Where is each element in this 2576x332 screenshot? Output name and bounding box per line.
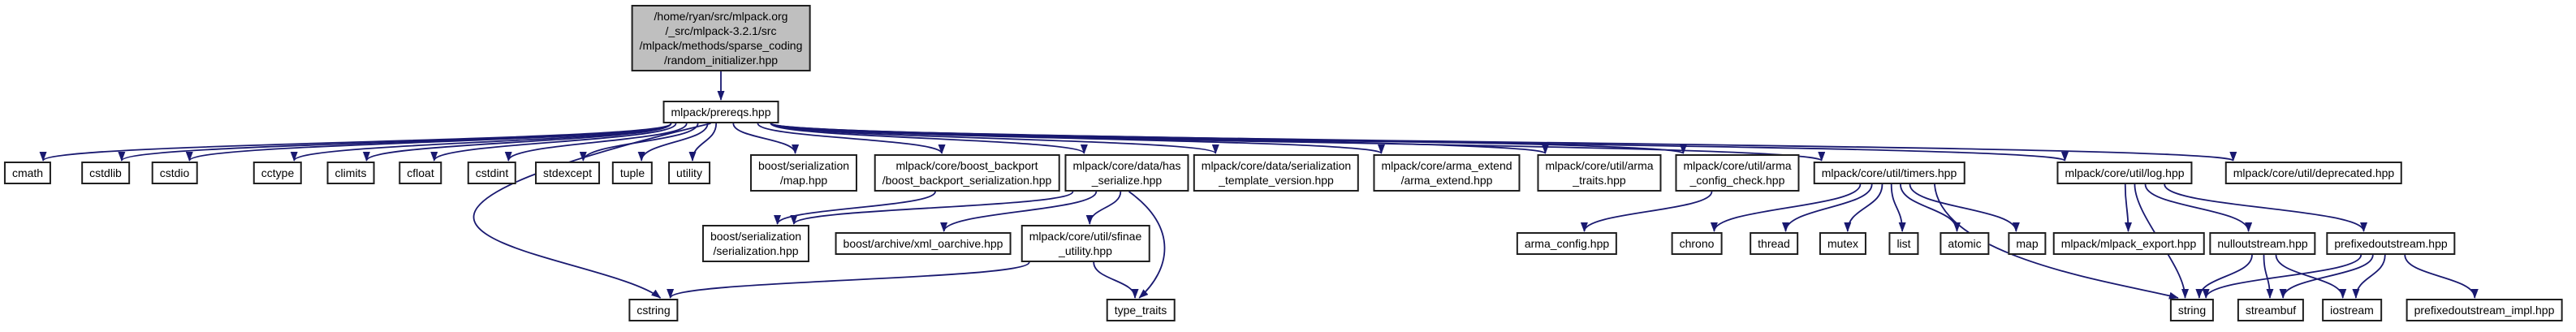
graph-node-cfloat[interactable]: cfloat bbox=[399, 162, 442, 184]
edge-prefixedoutstream-streambuf bbox=[2279, 254, 2374, 299]
graph-node-cstring[interactable]: cstring bbox=[628, 299, 679, 321]
edge-prereqs-cctype bbox=[290, 123, 672, 162]
graph-node-climits[interactable]: climits bbox=[326, 162, 375, 184]
graph-node-root: /home/ryan/src/mlpack.org /_src/mlpack-3… bbox=[631, 5, 811, 71]
graph-node-type_traits[interactable]: type_traits bbox=[1106, 299, 1176, 321]
graph-node-cstdlib[interactable]: cstdlib bbox=[81, 162, 130, 184]
graph-node-nulloutstream[interactable]: nulloutstream.hpp bbox=[2209, 232, 2316, 255]
graph-node-prereqs[interactable]: mlpack/prereqs.hpp bbox=[662, 101, 779, 123]
graph-node-arma_check[interactable]: mlpack/core/util/arma _config_check.hpp bbox=[1675, 154, 1800, 192]
edge-sfinae-type_traits bbox=[1093, 261, 1139, 299]
edge-prereqs-ser_tmpl bbox=[770, 123, 1219, 154]
graph-node-arma_extend[interactable]: mlpack/core/arma_extend /arma_extend.hpp bbox=[1373, 154, 1521, 192]
edge-prefixedoutstream-impl bbox=[2404, 254, 2479, 299]
graph-node-cmath[interactable]: cmath bbox=[3, 162, 52, 184]
edge-prefixedoutstream-string bbox=[2202, 254, 2362, 299]
edge-prereqs-tuple bbox=[637, 123, 709, 162]
edge-timers-chrono bbox=[1710, 183, 1862, 232]
edge-prefixedoutstream-iostream bbox=[2352, 254, 2386, 299]
graph-node-ser_map[interactable]: boost/serialization /map.hpp bbox=[749, 154, 858, 192]
edge-prereqs-timers bbox=[770, 123, 1825, 162]
graph-node-impl[interactable]: prefixedoutstream_impl.hpp bbox=[2406, 299, 2563, 321]
graph-node-log[interactable]: mlpack/core/util/log.hpp bbox=[2056, 162, 2193, 184]
edge-log-nulloutstream bbox=[2144, 183, 2253, 232]
edge-arma_check-arma_config bbox=[1580, 191, 1713, 232]
graph-node-utility[interactable]: utility bbox=[668, 162, 710, 184]
graph-node-thread[interactable]: thread bbox=[1750, 232, 1798, 255]
graph-node-streambuf[interactable]: streambuf bbox=[2237, 299, 2305, 321]
graph-node-timers[interactable]: mlpack/core/util/timers.hpp bbox=[1813, 162, 1965, 184]
edge-prereqs-ser_map bbox=[732, 123, 800, 154]
graph-node-prefixedoutstream[interactable]: prefixedoutstream.hpp bbox=[2326, 232, 2456, 255]
graph-node-sfinae[interactable]: mlpack/core/util/sfinae _utility.hpp bbox=[1020, 225, 1150, 262]
edge-has_serialize-type_traits bbox=[1128, 191, 1166, 299]
graph-node-atomic[interactable]: atomic bbox=[1940, 232, 1990, 255]
graph-node-stdexcept[interactable]: stdexcept bbox=[535, 162, 600, 184]
edge-has_serialize-sfinae bbox=[1085, 191, 1122, 225]
edge-prereqs-utility bbox=[688, 123, 718, 162]
edge-log-prefixedoutstream bbox=[2164, 183, 2367, 232]
graph-node-string[interactable]: string bbox=[2169, 299, 2215, 321]
edge-prereqs-cstdio bbox=[186, 123, 672, 162]
edge-prereqs-cstdint bbox=[504, 123, 688, 162]
graph-node-cstdint[interactable]: cstdint bbox=[467, 162, 517, 184]
edge-timers-thread bbox=[1782, 183, 1873, 232]
graph-node-mutex[interactable]: mutex bbox=[1819, 232, 1867, 255]
edge-timers-mutex bbox=[1844, 183, 1883, 232]
edge-prereqs-backport bbox=[757, 123, 946, 154]
edge-prereqs-stdexcept bbox=[579, 123, 699, 162]
graph-node-cstdio[interactable]: cstdio bbox=[151, 162, 198, 184]
graph-node-tuple[interactable]: tuple bbox=[611, 162, 654, 184]
edge-nulloutstream-iostream bbox=[2275, 254, 2347, 299]
graph-node-map[interactable]: map bbox=[2008, 232, 2047, 255]
graph-node-cctype[interactable]: cctype bbox=[252, 162, 303, 184]
graph-node-arma_traits[interactable]: mlpack/core/util/arma _traits.hpp bbox=[1537, 154, 1662, 192]
graph-node-xml_oarchive[interactable]: boost/archive/xml_oarchive.hpp bbox=[835, 232, 1012, 255]
edge-prereqs-has_serialize bbox=[770, 123, 1088, 154]
graph-node-list[interactable]: list bbox=[1888, 232, 1919, 255]
edge-prereqs-cstring bbox=[472, 123, 711, 299]
edge-timers-atomic bbox=[1900, 183, 1961, 232]
graph-node-chrono[interactable]: chrono bbox=[1671, 232, 1723, 255]
edge-prereqs-cfloat bbox=[430, 123, 677, 162]
edge-timers-list bbox=[1890, 183, 1906, 232]
edge-prereqs-climits bbox=[363, 123, 672, 162]
edge-nulloutstream-string bbox=[2195, 254, 2253, 299]
graph-node-deprecated[interactable]: mlpack/core/util/deprecated.hpp bbox=[2224, 162, 2403, 184]
edge-has_serialize-serialization bbox=[790, 191, 1074, 225]
edge-backport-serialization bbox=[774, 191, 936, 225]
graph-node-has_serialize[interactable]: mlpack/core/data/has _serialize.hpp bbox=[1064, 154, 1189, 192]
graph-node-mlpack_export[interactable]: mlpack/mlpack_export.hpp bbox=[2052, 232, 2205, 255]
edge-timers-string bbox=[1934, 183, 2179, 300]
graph-node-iostream[interactable]: iostream bbox=[2322, 299, 2382, 321]
graph-node-serialization[interactable]: boost/serialization /serialization.hpp bbox=[701, 225, 810, 262]
graph-node-arma_config[interactable]: arma_config.hpp bbox=[1516, 232, 1618, 255]
edge-sfinae-cstring bbox=[667, 261, 1030, 299]
edge-prereqs-deprecated bbox=[770, 123, 2237, 162]
edge-log-mlpack_export bbox=[2124, 183, 2132, 232]
edge-has_serialize-xml_oarchive bbox=[940, 191, 1098, 232]
graph-node-ser_tmpl[interactable]: mlpack/core/data/serialization _template… bbox=[1193, 154, 1360, 192]
edge-nulloutstream-streambuf bbox=[2263, 254, 2274, 299]
graph-node-backport[interactable]: mlpack/core/boost_backport /boost_backpo… bbox=[874, 154, 1060, 192]
edge-timers-map bbox=[1909, 183, 2020, 232]
